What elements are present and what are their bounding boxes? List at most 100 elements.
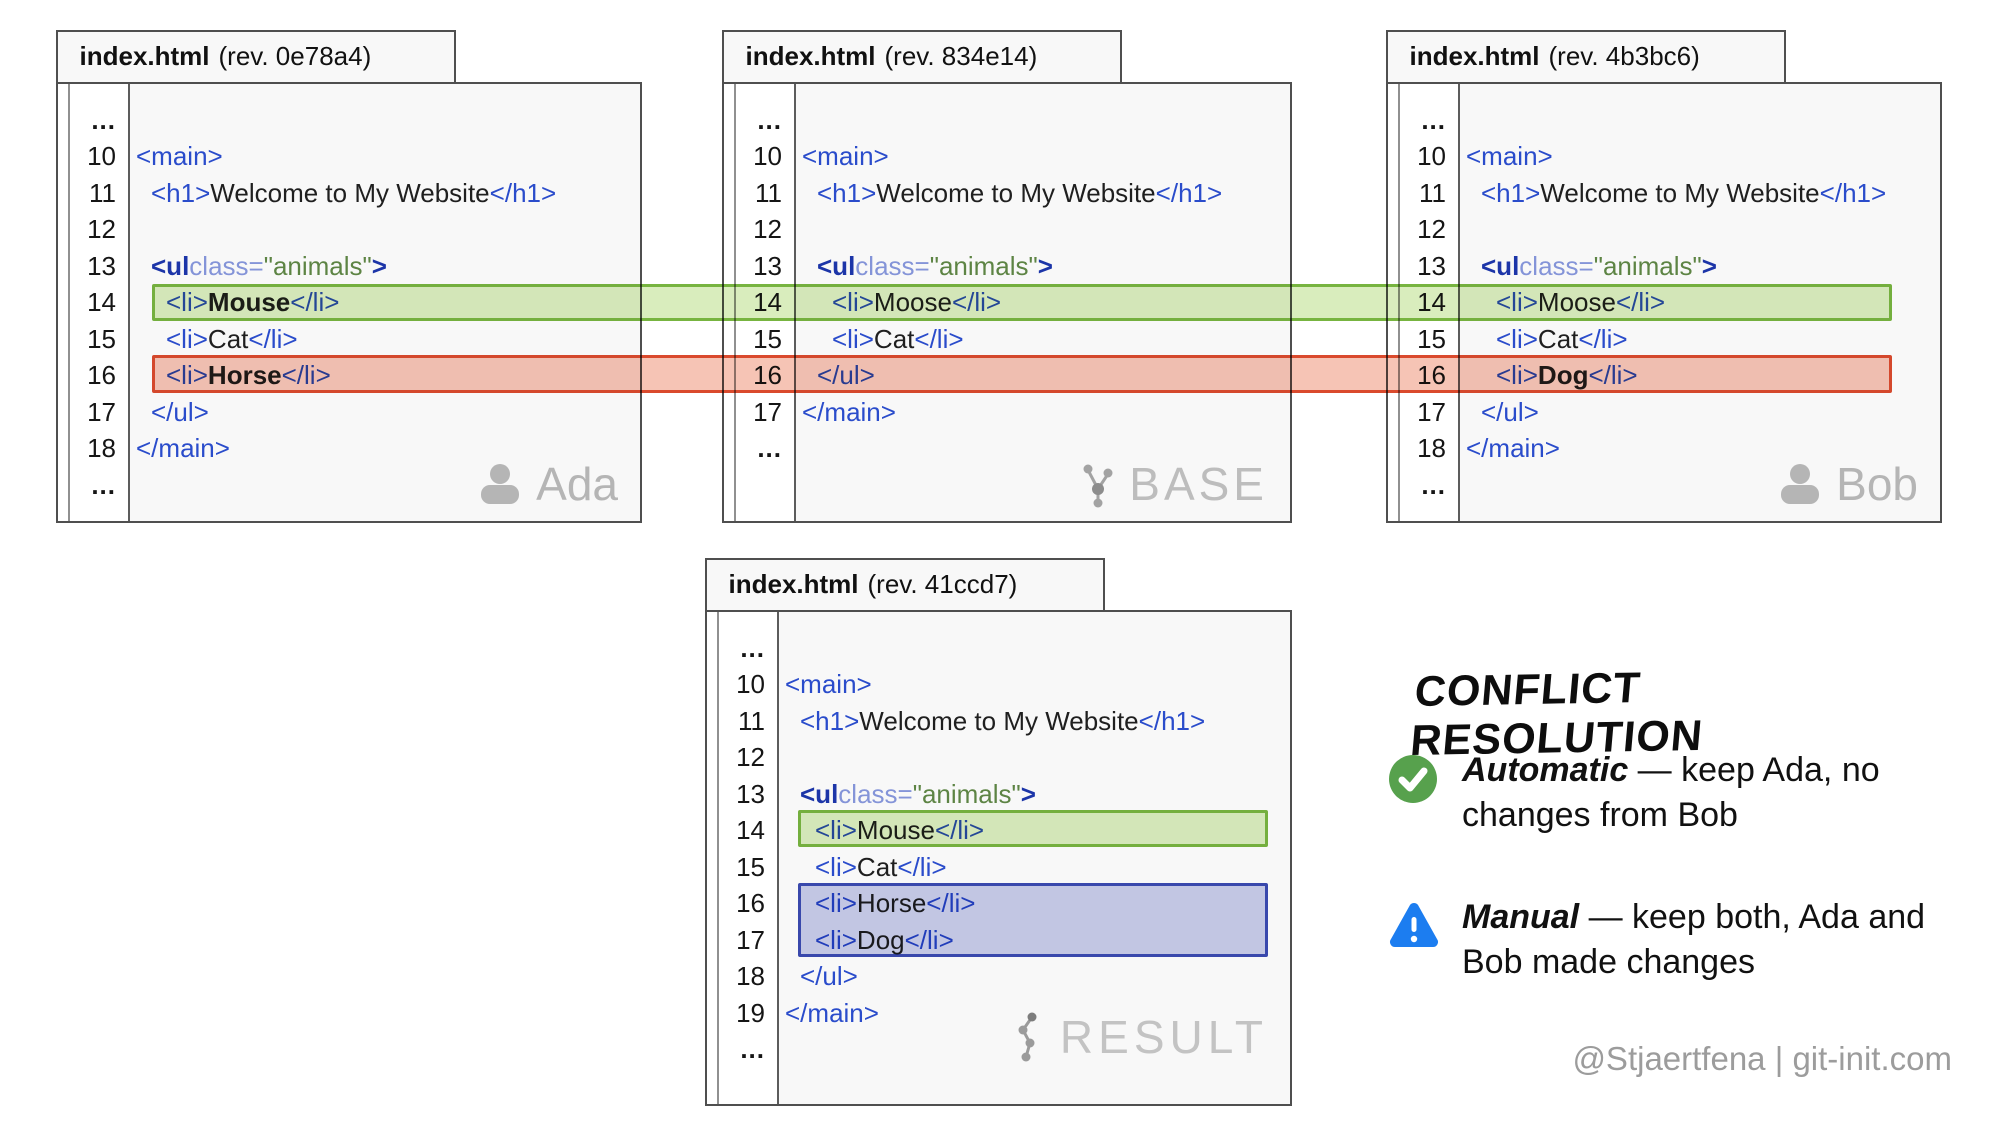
code-token: Cat xyxy=(873,323,915,354)
code-line: 13<ul class="animals"> xyxy=(724,248,1290,285)
line-number: 19 xyxy=(736,997,765,1028)
line-number: 16 xyxy=(736,888,765,919)
code-token: <li> xyxy=(1496,323,1538,354)
line-number: 14 xyxy=(87,287,116,318)
code-token: class= xyxy=(1519,250,1594,281)
code-token: > xyxy=(371,250,387,281)
code-line: ... xyxy=(58,467,640,504)
code-line: 13<ul class="animals"> xyxy=(1388,248,1940,285)
tab-filename: index.html xyxy=(1409,41,1540,71)
code-token: <h1> xyxy=(151,177,211,208)
gutter-ellipsis: ... xyxy=(91,104,116,135)
author-watermark: Ada xyxy=(478,457,618,511)
gutter-ellipsis: ... xyxy=(757,433,782,464)
code-text: <main> xyxy=(1454,141,1940,172)
code-line: 11<h1>Welcome to My Website</h1> xyxy=(707,703,1290,740)
code-line: ... xyxy=(707,630,1290,667)
code-text: <main> xyxy=(124,141,640,172)
code-text: </main> xyxy=(124,433,640,464)
code-line: 17</ul> xyxy=(1388,394,1940,431)
credit-footer: @Stjaertfena | git-init.com xyxy=(1572,1040,1952,1077)
code-line: 18</main> xyxy=(1388,431,1940,468)
result-watermark: RESULT xyxy=(1016,1010,1268,1064)
line-number: 10 xyxy=(87,141,116,172)
tab-revision: (rev. 834e14) xyxy=(884,41,1038,71)
code-token: Cat xyxy=(1537,323,1579,354)
line-number: 12 xyxy=(753,214,782,245)
code-text: <h1>Welcome to My Website</h1> xyxy=(773,706,1290,737)
code-token: "animals" xyxy=(1593,250,1702,281)
code-text: </main> xyxy=(773,998,1290,1029)
code-line: 13<ul class="animals"> xyxy=(707,776,1290,813)
code-text: <li>Cat</li> xyxy=(124,324,640,355)
code-line: 12 xyxy=(1388,212,1940,249)
resolution-item-manual: Manual — keep both, Ada and Bob made cha… xyxy=(1388,895,1948,985)
code-token: <ul xyxy=(800,778,839,809)
code-token: </h1> xyxy=(1138,705,1206,736)
code-token: <main> xyxy=(1466,141,1553,172)
code-token: </ul> xyxy=(800,961,858,992)
code-token: </h1> xyxy=(1155,177,1223,208)
code-token: Cat xyxy=(856,851,898,882)
code-token: </h1> xyxy=(1819,177,1887,208)
line-number: 17 xyxy=(753,396,782,427)
code-line: 19 </main> xyxy=(707,995,1290,1032)
line-number: 15 xyxy=(753,323,782,354)
code-text: <h1>Welcome to My Website</h1> xyxy=(1454,178,1940,209)
author-name: Bob xyxy=(1836,458,1918,510)
warning-icon xyxy=(1388,901,1438,951)
code-line: 10<main> xyxy=(724,139,1290,176)
tab-filename: index.html xyxy=(79,41,210,71)
line-number: 17 xyxy=(1417,396,1446,427)
code-text: </main> xyxy=(1454,433,1940,464)
line-number: 13 xyxy=(1417,250,1446,281)
file-tab: index.html (rev. 41ccd7) xyxy=(704,557,1105,610)
gutter-ellipsis: ... xyxy=(740,1034,765,1065)
code-token: <main> xyxy=(785,669,872,700)
code-token: Welcome to My Website xyxy=(210,177,490,208)
code-token: <ul xyxy=(1481,250,1520,281)
line-number: 18 xyxy=(736,961,765,992)
base-watermark: BASE xyxy=(1081,457,1268,511)
code-text: <li>Cat</li> xyxy=(790,324,1290,355)
tab-revision: (rev. 4b3bc6) xyxy=(1548,41,1700,71)
code-line: 10<main> xyxy=(1388,139,1940,176)
gutter-left-divider xyxy=(717,612,719,1104)
code-token: </h1> xyxy=(489,177,557,208)
line-number: 18 xyxy=(87,433,116,464)
code-line: 11<h1>Welcome to My Website</h1> xyxy=(58,175,640,212)
result-highlight-line14-green xyxy=(798,810,1268,847)
line-number: 14 xyxy=(736,815,765,846)
line-number: 11 xyxy=(755,177,782,208)
code-line: 12 xyxy=(707,740,1290,777)
code-lines: ...10<main>11<h1>Welcome to My Website</… xyxy=(707,630,1290,1068)
code-token: Welcome to My Website xyxy=(876,177,1156,208)
code-line: 13<ul class="animals"> xyxy=(58,248,640,285)
code-text: <li>Cat</li> xyxy=(1454,324,1940,355)
code-token: <ul xyxy=(151,250,190,281)
code-token: </li> xyxy=(248,323,298,354)
base-label: BASE xyxy=(1129,458,1268,510)
gutter-ellipsis: ... xyxy=(740,632,765,663)
git-graph-icon xyxy=(1018,1012,1037,1062)
gutter-left-divider xyxy=(68,84,70,521)
line-number: 12 xyxy=(736,742,765,773)
line-number: 13 xyxy=(87,250,116,281)
code-token: > xyxy=(1020,778,1036,809)
code-token: class= xyxy=(189,250,264,281)
line-number: 15 xyxy=(1417,323,1446,354)
code-token: <h1> xyxy=(1481,177,1541,208)
code-token: <h1> xyxy=(817,177,877,208)
code-token: </main> xyxy=(785,997,879,1028)
code-text: <main> xyxy=(790,141,1290,172)
code-token: </main> xyxy=(136,433,230,464)
code-line: 18 </main> xyxy=(58,431,640,468)
tab-filename: index.html xyxy=(745,41,876,71)
code-text: <ul class="animals"> xyxy=(790,251,1290,282)
code-token: <main> xyxy=(802,141,889,172)
code-line: 17</ul> xyxy=(58,394,640,431)
git-branch-icon xyxy=(1083,464,1113,508)
code-line: ... xyxy=(1388,102,1940,139)
code-line: 15<li>Cat</li> xyxy=(58,321,640,358)
